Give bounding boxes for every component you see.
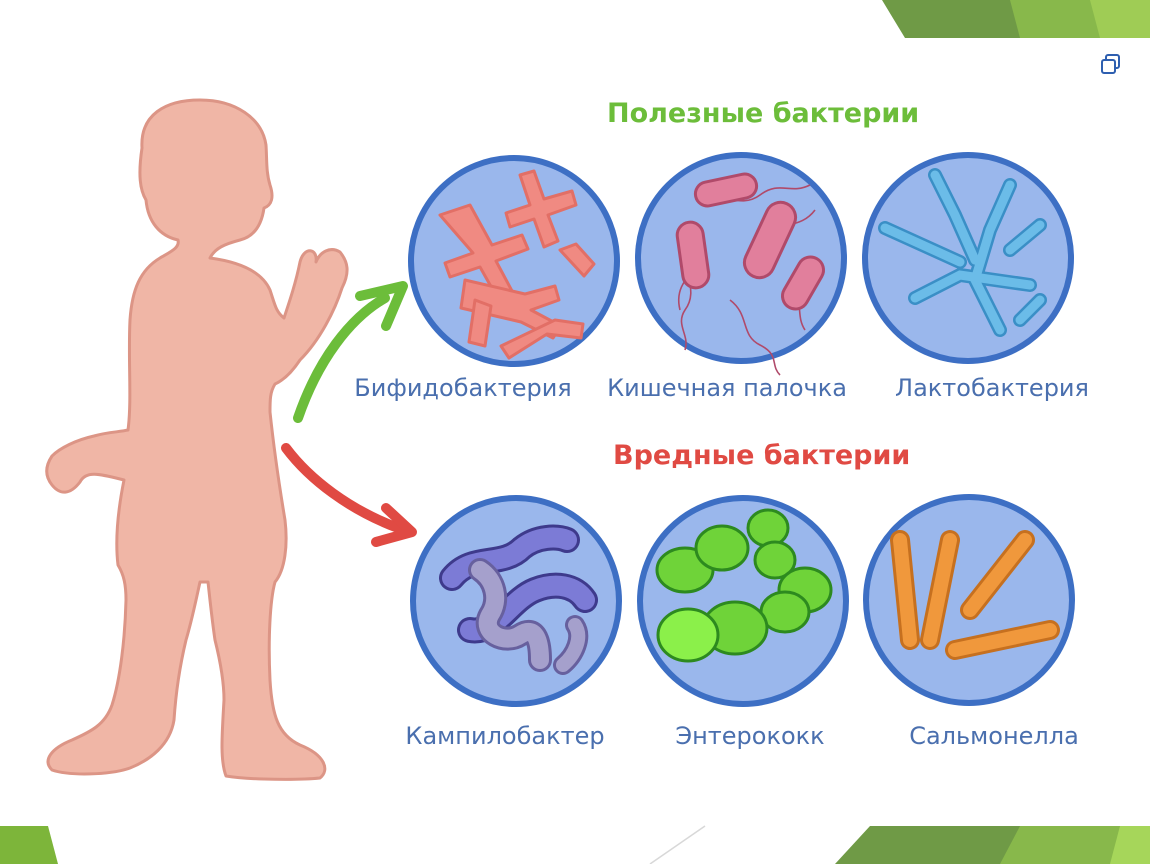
label-salmonella: Сальмонелла <box>909 722 1079 750</box>
circle-enterococcus <box>637 495 849 707</box>
label-ecoli: Кишечная палочка <box>607 374 847 402</box>
label-campylobacter: Кампилобактер <box>405 722 605 750</box>
label-lactobacteria: Лактобактерия <box>895 374 1089 402</box>
circle-ecoli <box>635 152 847 376</box>
bad-arrow <box>281 443 417 547</box>
bottom-right-decor <box>649 825 1150 864</box>
good-bacteria-heading: Полезные бактерии <box>607 98 920 129</box>
bad-bacteria-heading: Вредные бактерии <box>613 440 911 471</box>
circle-bifidobacteria <box>408 155 620 367</box>
circle-campylobacter <box>410 495 622 707</box>
copy-icon[interactable] <box>1098 52 1124 78</box>
child-figure <box>45 98 349 781</box>
label-enterococcus: Энтерококк <box>675 722 825 750</box>
bottom-left-decor <box>0 826 58 864</box>
circle-salmonella <box>863 494 1075 706</box>
good-arrow <box>293 281 408 423</box>
top-right-decor <box>882 0 1150 38</box>
circle-lactobacteria <box>862 152 1074 364</box>
label-bifidobacteria: Бифидобактерия <box>354 374 572 402</box>
